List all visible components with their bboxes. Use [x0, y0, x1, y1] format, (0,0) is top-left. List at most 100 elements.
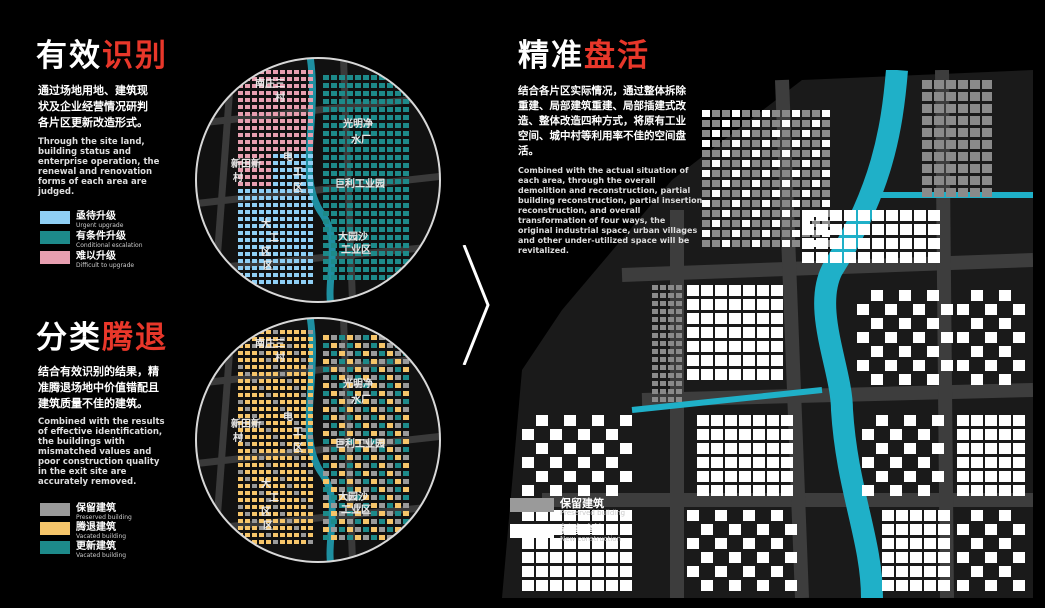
- building: [259, 470, 264, 474]
- building: [252, 70, 257, 74]
- building: [395, 367, 401, 372]
- building: [331, 99, 337, 104]
- building: [245, 245, 250, 249]
- building: [722, 220, 730, 227]
- building: [578, 485, 590, 496]
- building: [259, 365, 264, 369]
- building: [742, 160, 750, 167]
- building: [294, 98, 299, 102]
- building: [771, 510, 783, 521]
- building: [245, 273, 250, 277]
- building: [711, 415, 723, 426]
- building: [725, 471, 737, 482]
- building: [355, 335, 361, 340]
- building: [702, 200, 710, 207]
- building: [238, 393, 243, 397]
- building: [308, 442, 313, 446]
- building: [742, 190, 750, 197]
- building: [379, 91, 385, 96]
- building: [872, 224, 884, 235]
- map-label: 大园沙: [338, 230, 368, 243]
- building: [331, 243, 337, 248]
- building: [985, 429, 997, 440]
- building: [273, 133, 278, 137]
- building: [273, 217, 278, 221]
- building: [395, 375, 401, 380]
- building: [294, 379, 299, 383]
- building: [379, 503, 385, 508]
- building: [687, 355, 699, 366]
- building: [753, 471, 765, 482]
- building: [550, 538, 562, 549]
- building: [252, 168, 257, 172]
- building: [245, 105, 250, 109]
- building: [890, 457, 902, 468]
- building: [280, 407, 285, 411]
- building: [301, 245, 306, 249]
- building: [620, 552, 632, 563]
- building: [331, 391, 337, 396]
- building: [287, 533, 292, 537]
- building: [792, 150, 800, 157]
- building: [896, 510, 908, 521]
- building: [301, 386, 306, 390]
- building: [355, 75, 361, 80]
- building: [729, 285, 741, 296]
- building: [339, 511, 345, 516]
- map-label: 区: [261, 246, 271, 258]
- building: [687, 313, 699, 324]
- building: [308, 365, 313, 369]
- building: [762, 240, 770, 247]
- building: [294, 491, 299, 495]
- building: [287, 393, 292, 397]
- building: [578, 538, 590, 549]
- building: [280, 337, 285, 341]
- building: [387, 155, 393, 160]
- building: [536, 566, 548, 577]
- building: [273, 84, 278, 88]
- building: [982, 92, 992, 101]
- building: [395, 115, 401, 120]
- building: [732, 170, 740, 177]
- building: [371, 359, 377, 364]
- building: [245, 449, 250, 453]
- building: [252, 259, 257, 263]
- building: [928, 238, 940, 249]
- building: [946, 92, 956, 101]
- building: [982, 140, 992, 149]
- building: [273, 140, 278, 144]
- building: [924, 510, 936, 521]
- building: [294, 512, 299, 516]
- building: [711, 485, 723, 496]
- map-label: 巨利工业园: [335, 177, 385, 190]
- building: [395, 147, 401, 152]
- building: [259, 428, 264, 432]
- building: [355, 359, 361, 364]
- building: [938, 510, 950, 521]
- building: [999, 346, 1011, 357]
- building: [273, 147, 278, 151]
- building: [294, 77, 299, 81]
- building: [280, 273, 285, 277]
- building: [287, 330, 292, 334]
- building: [252, 203, 257, 207]
- building: [660, 365, 666, 370]
- building: [363, 163, 369, 168]
- building: [403, 179, 409, 184]
- building: [363, 487, 369, 492]
- building: [363, 391, 369, 396]
- building: [564, 524, 576, 535]
- building: [782, 170, 790, 177]
- building: [957, 552, 969, 563]
- building: [252, 526, 257, 530]
- building: [371, 375, 377, 380]
- building: [363, 439, 369, 444]
- building: [725, 485, 737, 496]
- building: [259, 196, 264, 200]
- building: [403, 259, 409, 264]
- building: [339, 343, 345, 348]
- building: [308, 484, 313, 488]
- building: [387, 219, 393, 224]
- building: [387, 511, 393, 516]
- building: [339, 155, 345, 160]
